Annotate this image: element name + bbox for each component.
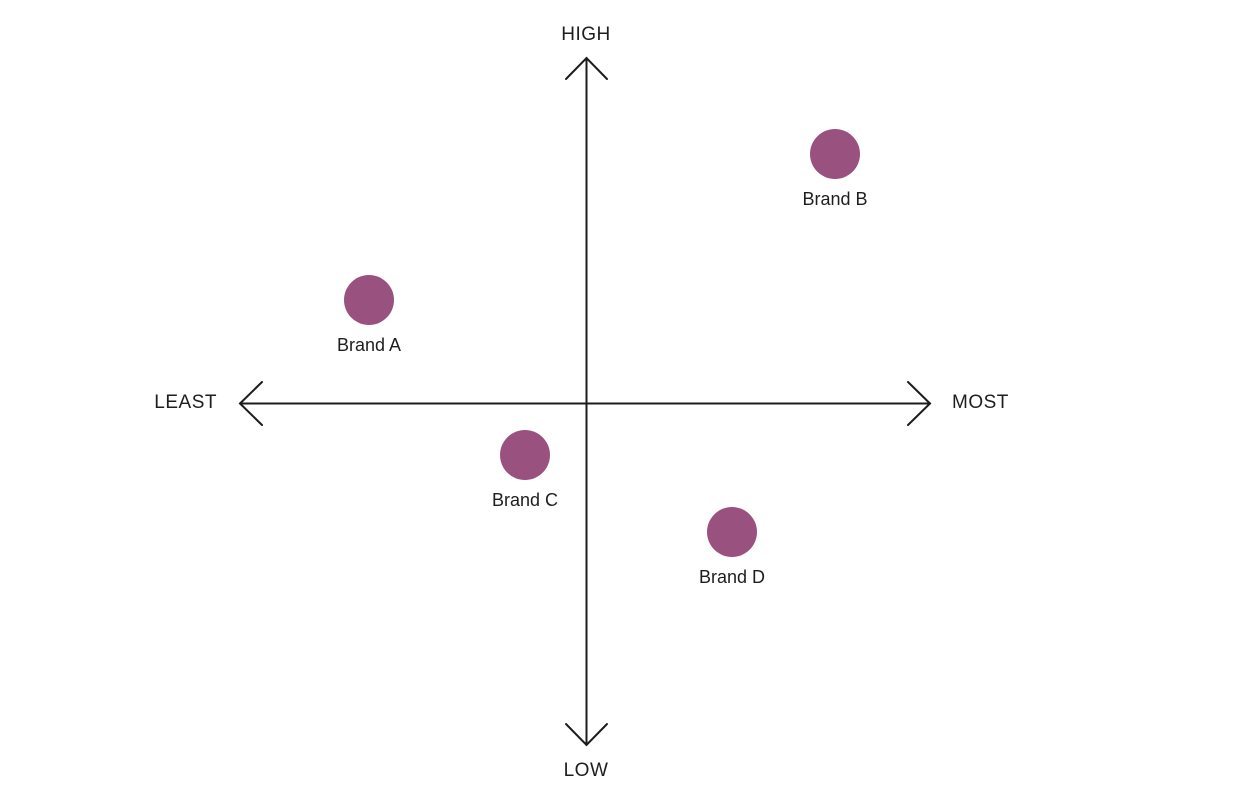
x-axis-right-label: MOST <box>952 392 1009 413</box>
brand-label-brand-c: Brand C <box>491 490 559 510</box>
brand-label-brand-a: Brand A <box>336 335 402 355</box>
brand-dot-brand-b <box>810 129 860 179</box>
brand-dot-brand-c <box>500 430 550 480</box>
brand-label-brand-b: Brand B <box>802 189 868 209</box>
y-axis-top-label: HIGH <box>561 24 611 45</box>
x-axis-left-label: LEAST <box>154 392 217 413</box>
arrow-down-icon <box>565 723 608 747</box>
arrow-right-icon <box>907 381 932 426</box>
brand-label-brand-d: Brand D <box>698 567 766 587</box>
arrow-up-icon <box>565 56 608 80</box>
brand-dot-brand-d <box>707 507 757 557</box>
arrow-left-icon <box>238 381 263 426</box>
y-axis-bottom-label: LOW <box>563 760 609 781</box>
brand-dot-brand-a <box>344 275 394 325</box>
